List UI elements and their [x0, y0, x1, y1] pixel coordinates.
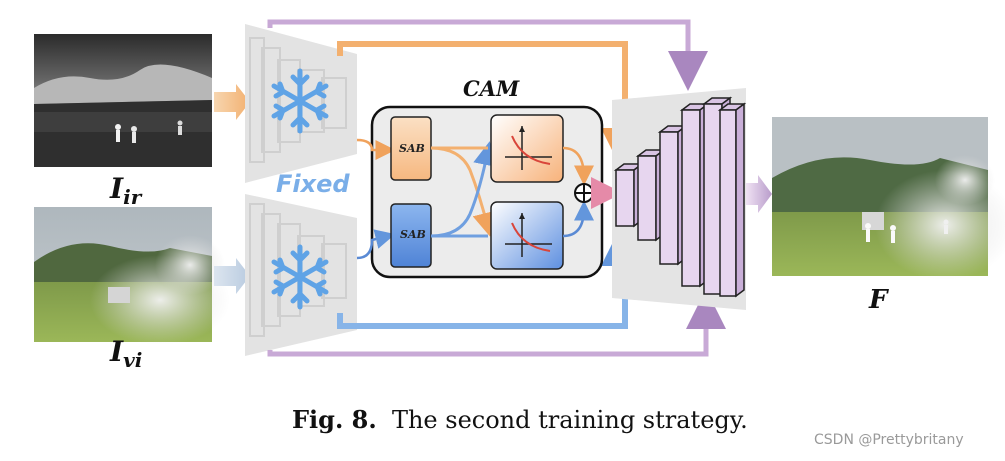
plot-icon	[490, 114, 564, 183]
skip-connection-vi-outer	[267, 289, 726, 357]
cam-label: CAM	[463, 76, 520, 101]
snowflake-icon	[271, 244, 329, 310]
sum-icon	[574, 183, 594, 203]
vi-input-label: Ivi	[110, 335, 143, 372]
snowflake-icon	[271, 68, 329, 134]
ir-to-sab-arrow	[356, 138, 396, 160]
figure-caption: Fig. 8. The second training strategy.	[292, 405, 748, 434]
caption-text: The second training strategy.	[391, 406, 748, 434]
fused-output-label: F	[869, 285, 888, 315]
plot-to-sum-vi	[562, 200, 594, 238]
sab-label-ir: SAB	[399, 142, 425, 155]
decoder	[612, 88, 747, 310]
skip-connection-ir-outer	[267, 19, 708, 91]
sab-label-vi: SAB	[400, 228, 426, 241]
plot-icon	[490, 201, 564, 270]
plot-to-sum-ir	[562, 146, 594, 186]
vi-input-arrow	[214, 258, 250, 294]
output-arrow	[746, 175, 772, 213]
caption-number: Fig. 8.	[292, 405, 377, 434]
fused-image	[772, 117, 1005, 280]
ir-input-label: Iir	[110, 172, 142, 209]
infrared-image	[34, 34, 212, 167]
fixed-label: Fixed	[276, 170, 350, 198]
visible-image	[34, 207, 230, 345]
cross-arrow-vi	[430, 141, 497, 238]
cross-arrow-ir	[430, 146, 497, 237]
ir-input-arrow	[214, 84, 250, 120]
watermark: CSDN @Prettybritany	[814, 432, 964, 448]
architecture-diagram	[34, 19, 1005, 357]
vi-to-sab-arrow	[356, 229, 396, 260]
